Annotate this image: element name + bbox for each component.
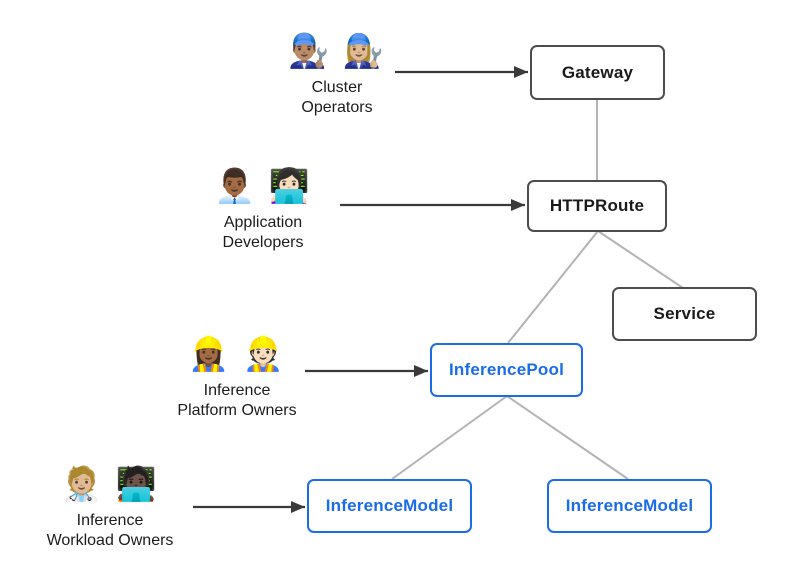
persona-inference-workload-owners-label: Inference Workload Owners (28, 511, 192, 551)
edge-inferencepool-inferencemodel-left (391, 395, 508, 480)
construction-workers-emoji: 👷🏾‍♀️ 👷🏻 (188, 335, 286, 372)
persona-application-developers: 👨🏾‍💼 👩🏻‍💻 Application Developers (181, 163, 345, 253)
workload-owners-emoji: 🧑🏼‍⚕️ 🧑🏿‍💻 (61, 465, 159, 502)
persona-label-line: Platform Owners (177, 402, 297, 419)
node-inferencemodel-right-label: InferenceModel (565, 496, 694, 515)
node-inferencepool: InferencePool (430, 343, 583, 397)
persona-cluster-operators-label: Cluster Operators (255, 78, 419, 118)
node-service-label: Service (653, 304, 716, 323)
developers-emoji: 👨🏾‍💼 👩🏻‍💻 (214, 167, 312, 204)
node-gateway-label: Gateway (561, 62, 634, 82)
node-service: Service (612, 287, 757, 341)
persona-label-line: Inference (76, 512, 144, 529)
node-inferencepool-label: InferencePool (448, 360, 565, 379)
persona-application-developers-label: Application Developers (181, 213, 345, 253)
persona-label-line: Application (223, 214, 303, 231)
persona-label-line: Developers (222, 234, 304, 251)
persona-label-line: Inference (203, 382, 271, 399)
persona-label-line: Operators (301, 99, 373, 116)
node-httproute: HTTPRoute (527, 180, 667, 232)
edge-httproute-inferencepool (507, 230, 599, 344)
mechanics-emoji: 👨🏽‍🔧 👩🏼‍🔧 (288, 32, 386, 69)
edge-inferencepool-inferencemodel-right (506, 395, 629, 480)
persona-cluster-operators: 👨🏽‍🔧 👩🏼‍🔧 Cluster Operators (255, 28, 419, 118)
node-inferencemodel-left: InferenceModel (307, 479, 472, 533)
node-inferencemodel-right: InferenceModel (547, 479, 712, 533)
node-inferencemodel-left-label: InferenceModel (325, 496, 454, 515)
persona-inference-workload-owners: 🧑🏼‍⚕️ 🧑🏿‍💻 Inference Workload Owners (28, 461, 192, 551)
persona-label-line: Cluster (311, 79, 363, 96)
edge-httproute-service (597, 230, 684, 289)
persona-inference-platform-owners-label: Inference Platform Owners (155, 381, 319, 421)
node-httproute-label: HTTPRoute (549, 196, 645, 215)
persona-inference-platform-owners: 👷🏾‍♀️ 👷🏻 Inference Platform Owners (155, 331, 319, 421)
persona-label-line: Workload Owners (46, 532, 174, 549)
node-gateway: Gateway (530, 45, 665, 100)
